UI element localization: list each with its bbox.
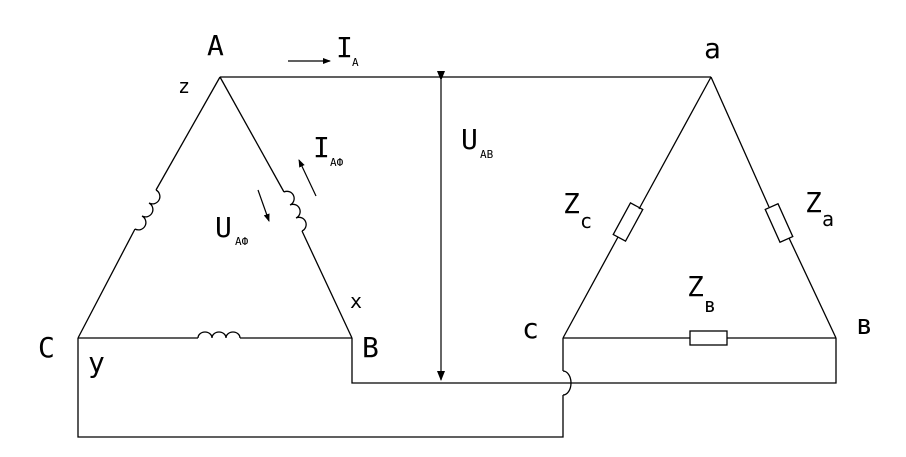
phase-voltage-main: U: [215, 211, 232, 244]
impedance-b-main: Z: [687, 270, 704, 303]
load-node-a-label: a: [704, 32, 721, 65]
source-node-a-label: A: [207, 29, 224, 62]
phase-current-sub: AФ: [330, 156, 344, 169]
source-labels: A B C z x y: [38, 29, 379, 379]
line-voltage-main: U: [461, 123, 478, 156]
source-left-wire-upper: [155, 76, 221, 191]
load-node-b-label: в: [856, 308, 873, 341]
load-right-wire-lower: [788, 237, 837, 339]
line-current-label: I A: [336, 31, 359, 69]
source-right-winding: [283, 190, 307, 232]
load-labels: a в c Z a Z в Z c: [522, 32, 873, 345]
winding-end-c-label: y: [88, 346, 105, 379]
load-left-wire-lower: [562, 236, 619, 339]
phase-voltage-sub: AФ: [235, 235, 249, 248]
impedance-a-resistor: [764, 202, 794, 244]
impedance-a-sub: a: [822, 207, 834, 231]
source-left-winding: [134, 189, 161, 231]
line-conductors: [77, 76, 837, 438]
source-node-b-label: B: [362, 331, 379, 364]
impedance-a-main: Z: [805, 186, 822, 219]
load-right-wire-upper: [710, 76, 770, 208]
phase-current-main: I: [313, 131, 330, 164]
impedance-b-resistor: [689, 330, 728, 346]
line-c-crossover: [562, 370, 572, 396]
impedance-b-sub: в: [704, 293, 716, 317]
line-c-wire-left: [77, 338, 564, 438]
line-voltage-label: U AB: [461, 123, 494, 161]
line-current-sub: A: [352, 56, 359, 69]
winding-end-a-label: z: [178, 74, 190, 98]
impedance-c-main: Z: [563, 187, 580, 220]
line-voltage-sub: AB: [480, 148, 494, 161]
source-bottom-winding: [197, 331, 241, 339]
impedance-c-resistor: [612, 201, 644, 243]
impedance-a-label: Z a: [805, 186, 834, 231]
source-right-wire-lower: [301, 230, 353, 339]
load-node-c-label: c: [522, 312, 539, 345]
phase-voltage-label: U AФ: [215, 211, 249, 248]
source-right-wire-upper: [219, 76, 285, 193]
arrows: [257, 58, 445, 381]
source-delta: [77, 76, 353, 339]
phase-voltage-arrow: [257, 189, 270, 222]
source-left-wire-lower: [77, 228, 136, 339]
load-delta: [562, 76, 837, 346]
source-node-c-label: C: [38, 331, 55, 364]
impedance-c-sub: c: [580, 209, 592, 233]
impedance-c-label: Z c: [563, 187, 592, 233]
phase-current-arrow: [298, 159, 317, 197]
quantity-labels: I A I AФ U AФ U AB: [215, 31, 494, 248]
impedance-b-label: Z в: [687, 270, 716, 317]
line-current-main: I: [336, 31, 353, 64]
load-left-wire-upper: [638, 76, 712, 210]
winding-end-b-label: x: [350, 289, 362, 313]
phase-current-label: I AФ: [313, 131, 344, 169]
line-b-wire: [351, 338, 837, 384]
